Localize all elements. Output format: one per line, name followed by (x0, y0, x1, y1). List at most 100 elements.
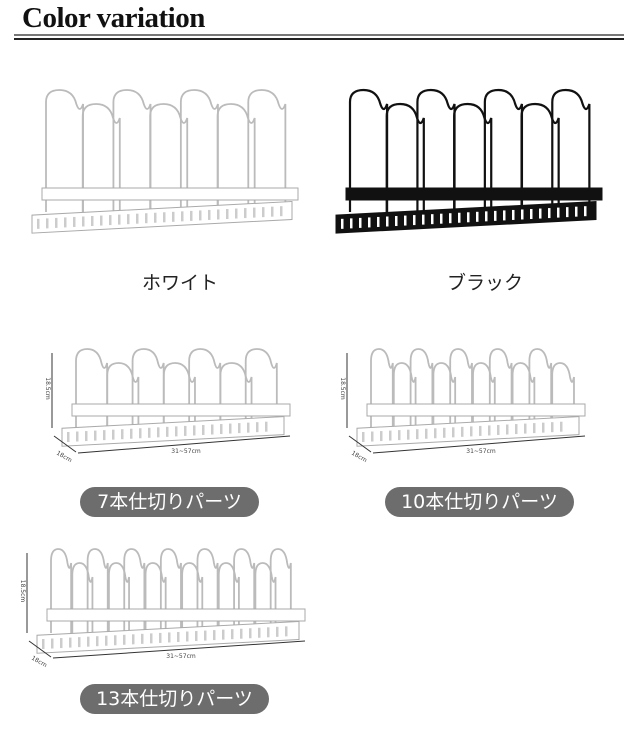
rack-slot (276, 626, 279, 637)
rack-slot (184, 425, 187, 436)
rack-slot (341, 218, 344, 229)
rack-slot (105, 635, 108, 646)
rack-slot (154, 212, 157, 223)
rack-slot (470, 426, 473, 437)
rack-slot (521, 209, 524, 220)
rack-slot (479, 425, 482, 436)
rack-slot (150, 633, 153, 644)
divider-wire (254, 562, 277, 633)
rack-slot (494, 210, 497, 221)
rack-slot (139, 428, 142, 439)
rack-slot (485, 211, 488, 222)
rack-slot (132, 634, 135, 645)
rack-slot (434, 428, 437, 439)
title-divider (14, 34, 624, 36)
rack-slot (271, 206, 274, 217)
divider-wire (216, 103, 256, 212)
rack-slot (247, 422, 250, 433)
divider-wire (472, 362, 496, 428)
divider-wire (370, 348, 394, 428)
rack-slot (377, 216, 380, 227)
rack-back-rail (41, 187, 299, 201)
rack-slot (177, 631, 180, 642)
rack-slot (359, 217, 362, 228)
rack-slot (163, 212, 166, 223)
rack-slot (449, 213, 452, 224)
divider-wire (75, 348, 109, 428)
height-dimension-label: 18.5cm (44, 377, 51, 400)
divider-wire (449, 348, 473, 428)
rack-slot (195, 631, 198, 642)
depth-dimension-line (53, 435, 77, 453)
rack-slot (87, 636, 90, 647)
width-dimension-line (52, 640, 306, 659)
rack-slot (425, 428, 428, 439)
divider-wire (179, 89, 219, 212)
rack-slot (204, 630, 207, 641)
rack-slot (112, 429, 115, 440)
divider-wire (416, 88, 456, 212)
rack-slot (548, 208, 551, 219)
rack-slot (244, 208, 247, 219)
rack-slot (488, 425, 491, 436)
divider-wire (392, 362, 417, 428)
depth-dimension-line (348, 435, 372, 453)
rack-slot (503, 210, 506, 221)
rack-slot (262, 207, 265, 218)
rack-slot (109, 215, 112, 226)
rack-slot (145, 213, 148, 224)
rack-slot (123, 634, 126, 645)
rack-back-rail (71, 403, 291, 417)
section-title: Color variation (22, 2, 205, 34)
rack-slot (208, 209, 211, 220)
rack-slot (51, 638, 54, 649)
rack-slot (100, 215, 103, 226)
divider-wire (551, 362, 575, 428)
divider-wire (159, 548, 182, 633)
rack-slot (235, 208, 238, 219)
rack-slot (141, 633, 144, 644)
divider-wire (106, 362, 140, 428)
title-divider-double (14, 38, 624, 40)
rack-slot (557, 207, 560, 218)
divider-wire (162, 362, 196, 428)
rack-slot (96, 636, 99, 647)
depth-dimension-label: 18cm (30, 655, 48, 670)
rack-slot (82, 216, 85, 227)
rack-slot (452, 427, 455, 438)
rack-slot (118, 214, 121, 225)
rack-back-rail (46, 608, 306, 622)
rack-slot (186, 631, 189, 642)
divider-wire (233, 548, 256, 633)
rack-slot (148, 427, 151, 438)
rack-slot (157, 427, 160, 438)
rack-slot (267, 627, 270, 638)
rack-slot (256, 422, 259, 433)
divider-wire (144, 562, 167, 633)
divider-wire (217, 562, 240, 633)
rack-slot (103, 430, 106, 441)
rack-slot (91, 216, 94, 227)
rack-slot (46, 218, 49, 229)
rack-slot (76, 431, 79, 442)
rack-slot (551, 422, 554, 433)
rack-slot (60, 638, 63, 649)
rack-slot (213, 630, 216, 641)
rack-slot (193, 425, 196, 436)
variant-label-white: ホワイト (141, 272, 218, 294)
divider-wire (520, 102, 560, 212)
divider-wire (108, 562, 130, 633)
rack-slot (566, 207, 569, 218)
rack-slot (575, 206, 578, 217)
rack-front-rail (61, 416, 285, 447)
divider-wire (247, 89, 287, 212)
rack-slot (416, 429, 419, 440)
rack-slot (226, 209, 229, 220)
rack-slot (524, 423, 527, 434)
divider-wire (81, 103, 121, 212)
rack-slot (37, 218, 40, 229)
divider-wire (188, 348, 222, 428)
rack-slot (422, 214, 425, 225)
rack-slot (121, 429, 124, 440)
